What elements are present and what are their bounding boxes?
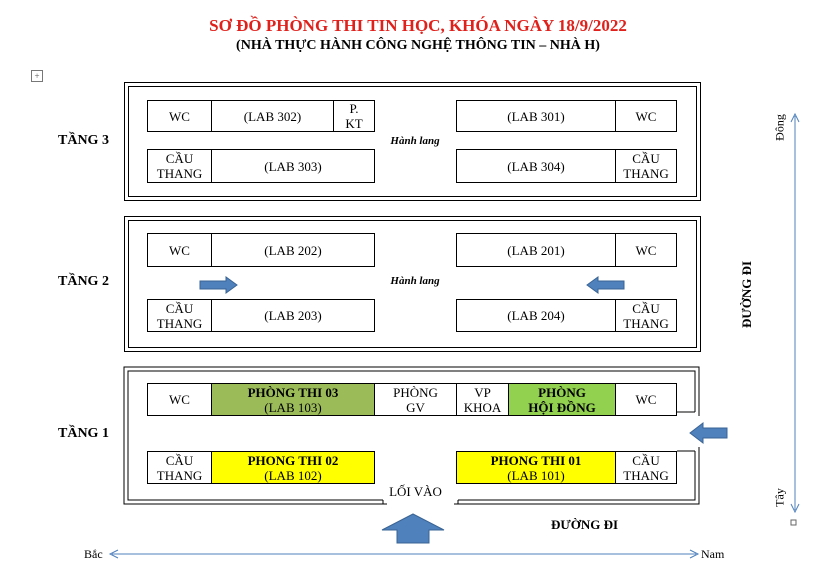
floor3-wc-right: WC [615, 100, 677, 132]
floor2-lab201: (LAB 201) [456, 233, 616, 267]
floor1-council-line2: HỘI ĐỒNG [528, 399, 596, 415]
floor3-stair-right-line1: CẦU [632, 151, 660, 166]
floor1-exam03-title: PHÒNG THI 03 [247, 384, 339, 400]
direction-north-label: Bắc [84, 547, 103, 561]
floor2-stair-right-line1: CẦU [632, 300, 660, 316]
direction-south-label: Nam [701, 547, 725, 561]
floor2-stair-right-line2: THANG [623, 315, 669, 331]
floor2-wc-left: WC [147, 233, 212, 267]
floor2-lab203: (LAB 203) [211, 299, 375, 332]
floor3-pkt: P. KT [333, 100, 375, 132]
table-move-handle-icon[interactable]: + [31, 70, 43, 82]
floor1-label: TẦNG 1 [58, 426, 109, 441]
floor2-wc-right: WC [615, 233, 677, 267]
floor1-teacher-room: PHÒNG GV [374, 383, 457, 416]
floor1-council-room: PHÒNG HỘI ĐỒNG [508, 383, 616, 416]
floor3-label: TẦNG 3 [58, 133, 109, 148]
diagram-subtitle: (NHÀ THỰC HÀNH CÔNG NGHỆ THÔNG TIN – NHÀ… [236, 38, 600, 53]
floor1-stair-left-line2: THANG [156, 467, 203, 483]
floor2-arrow-left-icon [586, 276, 625, 294]
floor1-faculty-office: VP KHOA [456, 383, 509, 416]
floor1-vp-line2: KHOA [463, 399, 502, 415]
floor1-exam01-title: PHONG THI 01 [490, 452, 582, 468]
floor1-council-line1: PHÒNG [538, 384, 586, 400]
floor3-inner-frame [128, 86, 697, 197]
floor2-stair-left: CẦU THANG [147, 299, 212, 332]
floor1-arrow-left-icon [689, 421, 728, 445]
floor1-gv-line2: GV [406, 399, 425, 415]
floor1-wc-left: WC [147, 383, 212, 416]
floor1-exam-room-01: PHONG THI 01 (LAB 101) [456, 451, 616, 484]
entrance-arrow-up-icon [381, 513, 445, 544]
floor3-pkt-line2: KT [345, 116, 363, 131]
floor3-pkt-line1: P. [349, 101, 359, 116]
floor1-stair-right-line2: THANG [623, 467, 669, 483]
floor1-vp-line1: VP [474, 384, 491, 400]
floor2-arrow-right-icon [199, 276, 238, 294]
floor1-stair-right-line1: CẦU [632, 452, 660, 468]
floor2-lab204: (LAB 204) [456, 299, 616, 332]
floor3-wc-left: WC [147, 100, 212, 132]
floor3-stair-left-line1: CẦU [165, 151, 194, 166]
floor3-lab304: (LAB 304) [456, 149, 616, 183]
floor3-stair-right-line2: THANG [623, 166, 669, 181]
diagram-title: SƠ ĐỒ PHÒNG THI TIN HỌC, KHÓA NGÀY 18/9/… [209, 16, 627, 35]
floor2-lab202: (LAB 202) [211, 233, 375, 267]
floor2-stair-left-line1: CẦU [165, 300, 194, 316]
floor2-label: TẦNG 2 [58, 274, 109, 289]
floor1-stair-left-line1: CẦU [165, 452, 194, 468]
floor3-outer-frame [124, 82, 701, 201]
direction-west-label: Tây [772, 488, 787, 507]
floor3-lab303: (LAB 303) [211, 149, 375, 183]
road-bottom-label: ĐƯỜNG ĐI [551, 517, 619, 532]
floor2-inner-frame [128, 220, 697, 348]
floor1-stair-right: CẦU THANG [615, 451, 677, 484]
floor3-stair-right: CẦU THANG [615, 149, 677, 183]
floor2-stair-left-line2: THANG [156, 315, 203, 331]
floor1-exam02-title: PHONG THI 02 [247, 452, 339, 468]
floor1-exam03-lab: (LAB 103) [264, 399, 322, 415]
floor1-entrance-label: LỐI VÀO [389, 484, 442, 499]
floor1-wc-right: WC [615, 383, 677, 416]
floor1-exam01-lab: (LAB 101) [507, 467, 565, 483]
floor1-exam02-lab: (LAB 102) [264, 467, 322, 483]
floor1-gv-line1: PHÒNG [393, 384, 438, 400]
direction-east-label: Đông [772, 114, 787, 141]
floor1-exam-room-03: PHÒNG THI 03 (LAB 103) [211, 383, 375, 416]
floor1-exam-room-02: PHONG THI 02 (LAB 102) [211, 451, 375, 484]
floor2-outer-frame [124, 216, 701, 352]
floor2-stair-right: CẦU THANG [615, 299, 677, 332]
floor2-hallway-label: Hành lang [390, 275, 440, 287]
floor3-stair-left-line2: THANG [156, 166, 203, 181]
floor3-hallway-label: Hành lang [390, 135, 440, 147]
floor3-lab301: (LAB 301) [456, 100, 616, 132]
floor3-lab302: (LAB 302) [211, 100, 334, 132]
